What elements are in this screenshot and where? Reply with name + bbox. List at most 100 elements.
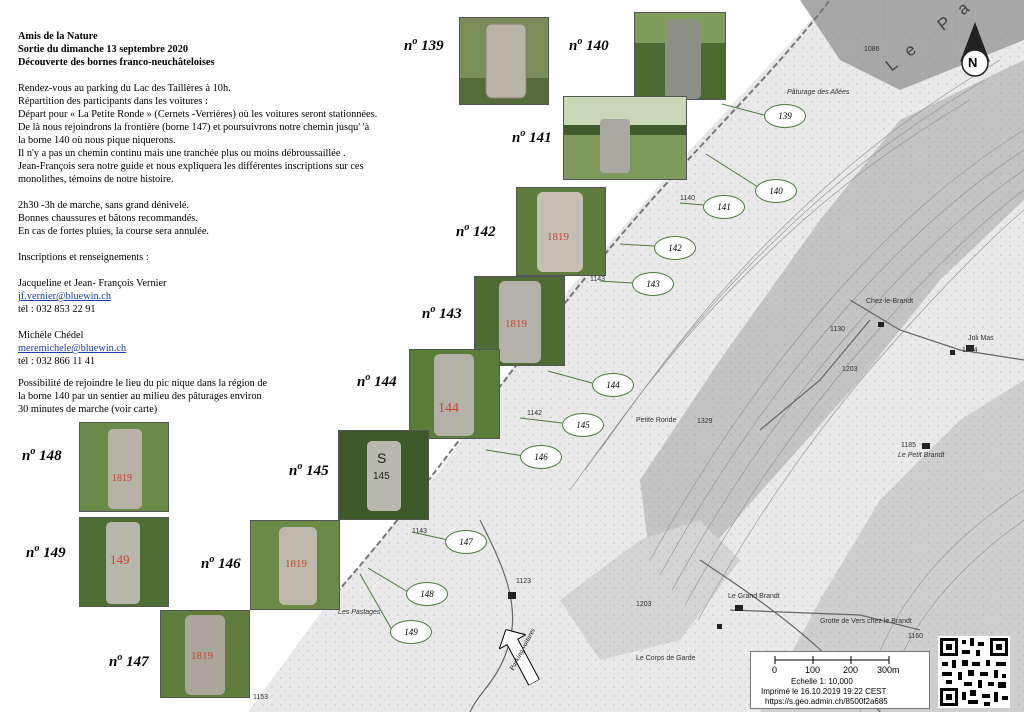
parking-arrow [493, 622, 548, 689]
map-alt: 1143 [590, 276, 606, 283]
map-alt: 1143 [412, 528, 428, 535]
map-place-chez-le-brandt: Chez-le-Brandt [866, 298, 914, 305]
map-alt: 1086 [864, 46, 880, 53]
photo-stone-147: 1819 [160, 610, 250, 698]
marker-label-145: no 145 [289, 461, 329, 479]
contact2-name: Michèle Chédel [18, 330, 84, 341]
photo-stone-145: S 145 [338, 430, 429, 520]
bubble-144: 144 [592, 373, 634, 397]
bubble-142: 142 [654, 236, 696, 260]
map-alt: 1123 [516, 578, 532, 585]
scale-ratio: Echelle 1: 10,000 [791, 677, 853, 686]
split-text: Répartition des participants dans les vo… [18, 96, 208, 107]
map-place-petite-ronde: Petite Ronde [636, 417, 677, 424]
map-place-petit-brandt: Le Petit Brandt [898, 452, 945, 459]
marker-label-146: no 146 [201, 554, 241, 572]
contact1-name: Jacqueline et Jean- François Vernier [18, 278, 167, 289]
photo-stone-141 [563, 96, 687, 180]
svg-text:144: 144 [438, 401, 459, 416]
svg-text:S: S [377, 450, 386, 466]
svg-text:1819: 1819 [191, 650, 214, 662]
bubble-140: 140 [755, 179, 797, 203]
map-alt: 1160 [908, 633, 924, 640]
event-title: Découverte des bornes franco-neuchâteloi… [18, 57, 215, 68]
map-place-paturage: Pâturage des Allées [787, 89, 850, 96]
org-name: Amis de la Nature [18, 31, 98, 42]
map-alt: 1203 [842, 366, 858, 373]
route-text-1: De là nous rejoindrons la frontière (bor… [18, 122, 370, 133]
marker-label-149: no 149 [26, 543, 66, 561]
map-alt: 1185 [901, 442, 917, 449]
access-text-2: la borne 140 par un sentier au milieu de… [18, 391, 262, 402]
marker-label-140: no 140 [569, 36, 609, 54]
map-alt: 1204 [962, 347, 978, 354]
route-text-2: la borne 140 où nous pique niquerons. [18, 135, 176, 146]
scale-bar [774, 656, 890, 664]
bubble-145: 145 [562, 413, 604, 437]
svg-text:149: 149 [110, 552, 130, 567]
access-text-3: 30 minutes de marche (voir carte) [18, 404, 158, 415]
arrow-up-icon [498, 628, 541, 686]
access-note: Possibilité de rejoindre le lieu du pic … [18, 377, 298, 416]
scale-tick: 200 [843, 665, 859, 675]
photo-stone-139 [459, 17, 549, 105]
svg-text:1819: 1819 [112, 473, 132, 484]
path-text-3: monolithes, témoins de notre histoire. [18, 174, 174, 185]
marker-label-142: no 142 [456, 222, 496, 240]
rain-text: En cas de fortes pluies, la course sera … [18, 226, 209, 237]
walk-text: 2h30 -3h de marche, sans grand dénivelé. [18, 200, 189, 211]
meeting-text: Rendez-vous au parking du Lac des Taillè… [18, 83, 231, 94]
marker-label-141: no 141 [512, 128, 552, 146]
gear-text: Bonnes chaussures et bâtons recommandés. [18, 213, 198, 224]
marker-label-147: no 147 [109, 652, 149, 670]
contact1-email-link[interactable]: jf.vernier@bluewin.ch [18, 291, 111, 302]
contact2-phone: tél : 032 866 11 41 [18, 356, 96, 367]
bubble-139: 139 [764, 104, 806, 128]
event-description: Amis de la Nature Sortie du dimanche 13 … [18, 30, 398, 368]
departure-text: Départ pour « La Petite Ronde » (Cernets… [18, 109, 378, 120]
svg-text:1819: 1819 [547, 231, 570, 243]
photo-stone-140 [634, 12, 726, 100]
scale-tick: 100 [805, 665, 821, 675]
signup-heading: Inscriptions et renseignements : [18, 252, 149, 263]
contact1-phone: tél : 032 853 22 91 [18, 304, 96, 315]
map-place-corps-de-garde: Le Corps de Garde [636, 655, 696, 662]
map-alt: 1142 [527, 410, 543, 417]
scale-url: https://s.geo.admin.ch/8500f2a685 [765, 697, 888, 706]
map-alt: 1153 [253, 694, 269, 701]
compass-letter: N [968, 55, 978, 70]
bubble-141: 141 [703, 195, 745, 219]
map-scale-box: 0 100 200 300m Echelle 1: 10,000 Imprimé… [750, 651, 930, 709]
svg-text:1819: 1819 [505, 318, 528, 330]
map-place-pastages: Les Pastages [338, 609, 381, 616]
contact2-email-link[interactable]: meremichele@bluewin.ch [18, 343, 127, 354]
path-text-1: Il n'y a pas un chemin continu mais une … [18, 148, 346, 159]
bubble-148: 148 [406, 582, 448, 606]
scale-tick: 0 [772, 665, 778, 675]
access-text-1: Possibilité de rejoindre le lieu du pic … [18, 378, 268, 389]
compass: N [956, 22, 994, 78]
map-place-grand-brandt: Le Grand Brandt [728, 593, 780, 600]
qr-code[interactable] [938, 636, 1010, 708]
svg-text:1819: 1819 [285, 558, 308, 570]
marker-label-139: no 139 [404, 36, 444, 54]
bubble-147: 147 [445, 530, 487, 554]
compass-north-icon [960, 22, 990, 77]
marker-label-148: no 148 [22, 446, 62, 464]
bubble-143: 143 [632, 272, 674, 296]
scale-printed: Imprimé le 16.10.2019 19:22 CEST [761, 687, 887, 696]
bubble-149: 149 [390, 620, 432, 644]
photo-stone-148: 1819 [79, 422, 169, 512]
scale-tick: 300m [877, 665, 900, 675]
photo-stone-142: 1819 [516, 187, 606, 276]
map-alt: 1140 [680, 195, 696, 202]
photo-stone-144: 144 [409, 349, 500, 439]
marker-label-144: no 144 [357, 372, 397, 390]
map-place-grotte: Grotte de Vers chez le Brandt [820, 618, 912, 625]
svg-text:145: 145 [373, 471, 390, 482]
map-alt: 1130 [830, 326, 846, 333]
map-alt: 1329 [697, 418, 713, 425]
map-alt: 1203 [636, 601, 652, 608]
